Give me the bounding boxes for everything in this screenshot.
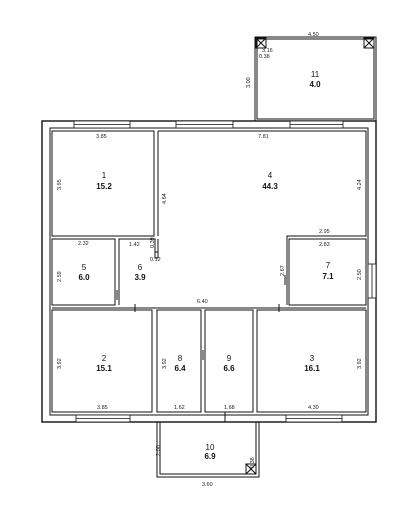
room-labels: 11 4.0 1 15.2 4 44.3 5 6.0 6 3.9 7 7.1 2… xyxy=(78,70,334,461)
dim-annex-small-a: 3.16 xyxy=(262,48,273,54)
room-4-area: 44.3 xyxy=(262,182,278,191)
room-3-number: 3 xyxy=(310,354,315,363)
porch-room-10-walls xyxy=(156,422,260,478)
dim-porch-width: 3.60 xyxy=(202,482,213,488)
room-6-number: 6 xyxy=(138,263,143,272)
interior-walls xyxy=(51,130,367,422)
dim-room4-width: 7.81 xyxy=(258,134,269,140)
window-top-middle xyxy=(175,120,234,129)
dim-room1-height: 3.95 xyxy=(57,179,63,190)
dim-room3-height: 3.92 xyxy=(357,358,363,369)
dim-room2-height: 3.92 xyxy=(57,358,63,369)
room-5-area: 6.0 xyxy=(78,273,90,282)
room-9-number: 9 xyxy=(227,354,232,363)
window-top-right xyxy=(289,120,344,129)
dim-annex-width: 4.50 xyxy=(308,32,319,38)
dim-room1-width: 3.85 xyxy=(96,134,107,140)
dim-room4-right-height: 4.24 xyxy=(357,179,363,190)
dim-porch-height: 2.00 xyxy=(156,445,162,456)
window-bottom-left xyxy=(75,414,131,423)
windows xyxy=(73,120,377,423)
dim-annex-height: 3.00 xyxy=(246,77,252,88)
room-11-number: 11 xyxy=(311,70,320,79)
room-7-number: 7 xyxy=(326,261,331,270)
annex-room-11-walls xyxy=(254,36,377,122)
room-2-area: 15.1 xyxy=(96,364,112,373)
dim-corridor-length: 6.40 xyxy=(197,299,208,305)
room-1-area: 15.2 xyxy=(96,182,112,191)
room-6-area: 3.9 xyxy=(134,273,146,282)
room-7-area: 7.1 xyxy=(322,272,334,281)
dim-room6-step: 0.39 xyxy=(150,237,156,248)
dim-room8-width: 1.62 xyxy=(174,405,185,411)
dim-room7-height: 2.50 xyxy=(357,269,363,280)
dim-room4-left-height: 4.64 xyxy=(162,193,168,204)
room-4-number: 4 xyxy=(268,171,273,180)
room-8-number: 8 xyxy=(178,354,183,363)
room-5-number: 5 xyxy=(82,263,87,272)
room-1-number: 1 xyxy=(102,171,107,180)
room-9-area: 6.6 xyxy=(223,364,235,373)
dim-room5-height: 2.59 xyxy=(57,271,63,282)
window-right xyxy=(367,263,377,299)
dim-annex-small-b: 0.38 xyxy=(259,54,270,60)
room-11-area: 4.0 xyxy=(309,80,321,89)
dim-room6-offset: 0.12 xyxy=(150,257,161,263)
dim-room8-height: 3.92 xyxy=(162,358,168,369)
room-10-area: 6.9 xyxy=(204,452,216,461)
dim-room6-width: 1.42 xyxy=(129,242,140,248)
dim-room3-width: 4.30 xyxy=(308,405,319,411)
room-8-area: 6.4 xyxy=(174,364,186,373)
room-2-number: 2 xyxy=(102,354,107,363)
dim-room5-width: 2.32 xyxy=(78,241,89,247)
dim-room7-outer-width: 2.95 xyxy=(319,229,330,235)
dim-room7-left-height: 2.67 xyxy=(280,265,286,276)
window-top-left xyxy=(73,120,131,129)
room-10-number: 10 xyxy=(206,443,215,452)
dimension-labels: 4.50 3.16 0.38 3.00 3.85 7.81 3.95 4.64 … xyxy=(57,32,363,488)
dim-porch-small: 0.38 xyxy=(250,457,256,468)
dim-room7-width: 2.83 xyxy=(319,242,330,248)
dim-room2-width: 3.85 xyxy=(97,405,108,411)
dim-room9-width: 1.68 xyxy=(224,405,235,411)
window-bottom-right xyxy=(285,414,343,423)
room-3-area: 16.1 xyxy=(304,364,320,373)
